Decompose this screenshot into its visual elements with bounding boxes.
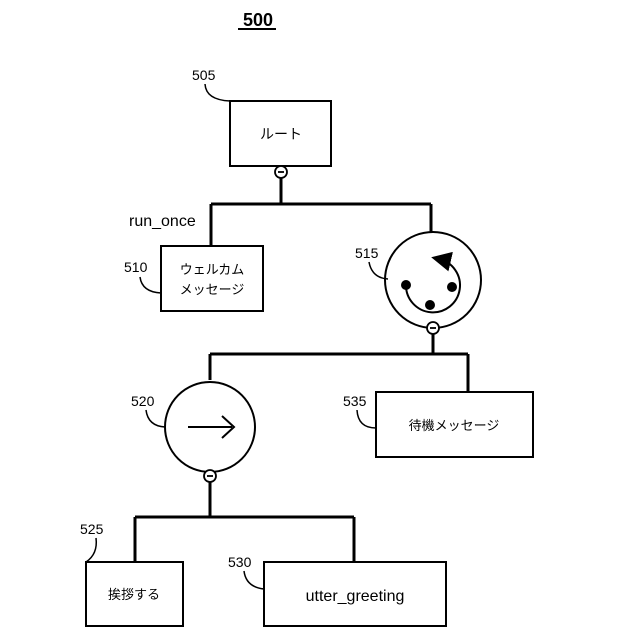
root-collapse-icon [275, 166, 287, 178]
welcome-leader [140, 277, 161, 293]
greet-node: 挨拶する [86, 562, 183, 626]
greet-leader [86, 538, 96, 562]
welcome-ref: 510 [124, 259, 148, 275]
root-leader [205, 84, 230, 101]
greet-ref: 525 [80, 521, 104, 537]
sequence-node [165, 382, 255, 472]
loop-dot-3 [447, 282, 457, 292]
root-label: ルート [260, 126, 302, 142]
welcome-label-line1: ウェルカム [180, 262, 245, 277]
sequence-leader [146, 410, 165, 427]
run-once-label: run_once [129, 213, 196, 230]
sequence-ref: 520 [131, 393, 155, 409]
greet-label: 挨拶する [108, 587, 160, 602]
figure-title: 500 [243, 10, 273, 30]
welcome-label-line2: メッセージ [180, 282, 245, 297]
loop-collapse-icon [427, 322, 439, 334]
loop-node [385, 232, 481, 328]
welcome-node: ウェルカム メッセージ [161, 246, 263, 311]
wait-ref: 535 [343, 393, 367, 409]
utter-label: utter_greeting [306, 588, 405, 605]
sequence-collapse-icon [204, 470, 216, 482]
loop-ref: 515 [355, 245, 379, 261]
wait-label: 待機メッセージ [409, 418, 500, 433]
wait-leader [357, 410, 376, 428]
utter-ref: 530 [228, 554, 252, 570]
loop-dot-1 [401, 280, 411, 290]
root-node: ルート [230, 101, 331, 166]
utter-node: utter_greeting [264, 562, 446, 626]
utter-leader [244, 571, 264, 589]
wait-node: 待機メッセージ [376, 392, 533, 457]
root-ref: 505 [192, 67, 216, 83]
loop-dot-2 [425, 300, 435, 310]
